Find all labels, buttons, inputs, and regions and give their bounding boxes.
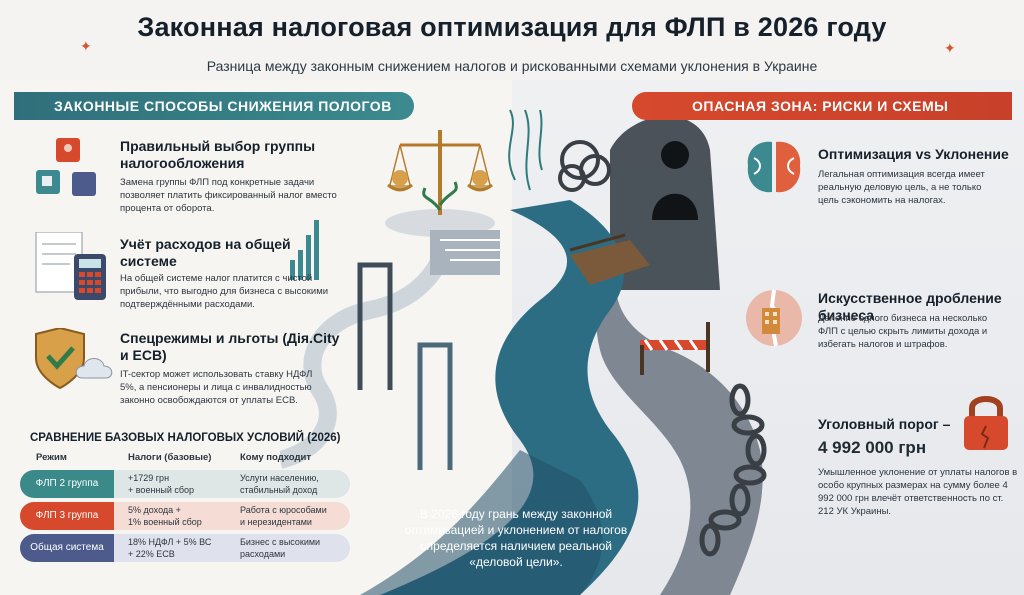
knot-icon — [560, 140, 600, 180]
broken-bridge — [570, 240, 650, 285]
table-header: Налоги (базовые) — [128, 452, 212, 463]
who-cell: Работа с юрособами — [240, 505, 327, 515]
sparkle-icon: ✦ — [944, 40, 956, 56]
comparison-table-title: СРАВНЕНИЕ БАЗОВЫХ НАЛОГОВЫХ УСЛОВИЙ (202… — [30, 432, 341, 444]
key-quote: В 2026 году грань между законной оптимиз… — [404, 507, 628, 569]
tax-cell: 5% дохода + — [128, 505, 181, 515]
tax-cell: + 22% ЕСВ — [128, 549, 175, 559]
feature-text: Замена группы ФЛП под конкретные задачи … — [120, 177, 337, 214]
risk-text: Деление одного бизнеса на несколько ФЛП … — [818, 313, 988, 350]
who-cell: Бизнес с высокими — [240, 537, 321, 547]
feature-text: На общей системе налог платится с чистой… — [120, 273, 329, 310]
arch-1 — [357, 262, 393, 390]
who-cell: расходами — [240, 549, 286, 559]
risk-text: Умышленное уклонение от уплаты налогов в… — [818, 467, 1018, 517]
risk-title: Искусственное дробление бизнеса — [818, 290, 1002, 323]
sparkle-icon: ✦ — [80, 38, 92, 54]
feature-title: Учёт расходов на общей системе — [120, 236, 291, 269]
tax-cell: 1% военный сбор — [128, 517, 202, 527]
who-cell: стабильный доход — [240, 485, 318, 495]
shield-cloud-icon — [35, 328, 113, 390]
page-title: Законная налоговая оптимизация для ФЛП в… — [137, 12, 887, 42]
row-label: ФЛП 2 группа — [20, 470, 114, 498]
barrier — [640, 340, 710, 350]
risk-title: Уголовный порог – — [818, 416, 951, 432]
tax-cell: +1729 грн — [128, 473, 170, 483]
row-label: Общая система — [20, 534, 114, 562]
calculator-icon — [35, 232, 106, 300]
who-cell: и нерезидентами — [240, 517, 312, 527]
brain-icon — [747, 141, 801, 193]
risk-title: Оптимизация vs Уклонение — [818, 146, 1009, 162]
danger-zone-banner: ОПАСНАЯ ЗОНА: РИСКИ И СХЕМЫ — [632, 92, 1012, 120]
central-illustration — [280, 109, 767, 595]
feature-title: Правильный выбор группы налогообложения — [120, 138, 316, 171]
light-path — [280, 255, 449, 469]
shadow-figure — [661, 141, 689, 169]
chain-icon — [699, 383, 767, 557]
feature-title: Спецрежимы и льготы (Дія.City и ЕСВ) — [120, 330, 340, 363]
tax-cell: 18% НДФЛ + 5% ВС — [128, 537, 212, 547]
page-subtitle: Разница между законным снижением налогов… — [206, 58, 818, 74]
grey-road — [596, 240, 763, 595]
legal-methods-banner: ЗАКОННЫЕ СПОСОБЫ СНИЖЕНИЯ ПОЛОГОВ — [14, 92, 414, 120]
split-building-icon — [746, 289, 802, 347]
who-cell: Услуги населению, — [240, 473, 319, 483]
cubes-icon — [36, 138, 96, 196]
broken-lock-icon — [964, 396, 1008, 450]
feature-text: IT-сектор может использовать ставку НДФЛ… — [120, 369, 313, 406]
tax-cell: + военный сбор — [128, 485, 195, 495]
criminal-threshold-value: 4 992 000 грн — [818, 438, 927, 457]
table-header: Режим — [36, 452, 67, 463]
row-label: ФЛП 3 группа — [20, 502, 114, 530]
arch-2 — [417, 342, 453, 470]
table-header: Кому подходит — [240, 452, 311, 463]
risk-text: Легальная оптимизация всегда имеет реаль… — [818, 169, 985, 206]
